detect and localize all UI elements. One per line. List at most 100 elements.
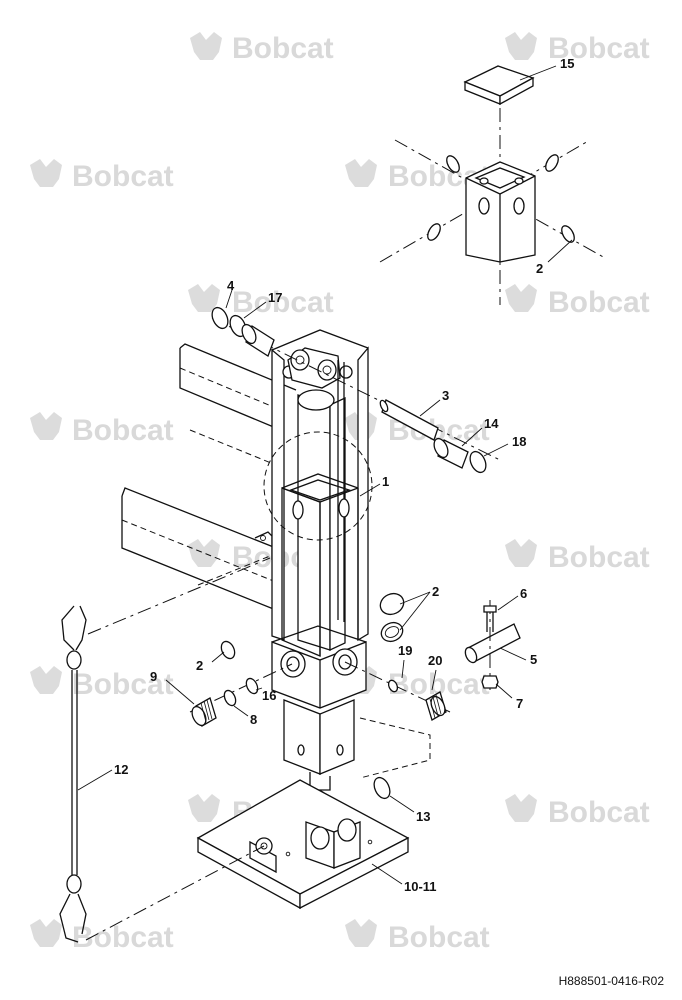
rail-lower-front [121, 496, 277, 611]
bobcat-logo-icon [505, 284, 537, 312]
snap-hook-bottom [59, 893, 79, 943]
leader-4 [225, 289, 233, 309]
bobcat-logo-icon [505, 32, 537, 60]
clevis-bore-left [295, 355, 305, 365]
bobcat-logo-icon [30, 412, 62, 440]
snap-hook-top-2 [75, 605, 87, 651]
leader-5 [499, 647, 527, 661]
callout-16: 16 [262, 688, 276, 703]
leader-15 [519, 65, 557, 81]
bobcat-logo-icon [190, 32, 222, 60]
watermark-row8-mid: Bobcat [345, 919, 490, 954]
watermark-row8-left: Bobcat [30, 919, 174, 954]
callout-3: 3 [442, 388, 449, 403]
o-ring-lower-right [561, 225, 575, 243]
watermark-text: Bobcat [72, 160, 174, 193]
watermark-text: Bobcat [72, 921, 174, 954]
outer-tube-opening [289, 479, 352, 501]
hidden-guide-mid [197, 555, 271, 586]
knurled-knob-9 [191, 697, 217, 727]
frame-rails [121, 343, 297, 611]
watermark-text: Bobcat [232, 286, 334, 319]
leader-14 [461, 427, 483, 447]
leader-12 [77, 769, 113, 791]
plug-centerline-left [189, 663, 293, 713]
foot-lug-left-bore [260, 842, 268, 850]
rail-lower-hidden [121, 519, 277, 583]
bracket-top [271, 329, 369, 351]
bobcat-logo-icon [505, 794, 537, 822]
bobcat-logo-icon [188, 794, 220, 822]
foot-leg-front [283, 699, 321, 775]
callout-9: 9 [150, 669, 157, 684]
bobcat-logo-icon [505, 539, 537, 567]
callout-4: 4 [227, 278, 235, 293]
cable-crimp-top [66, 650, 82, 670]
cable-guide-bottom [85, 845, 265, 941]
foot-plate-dot-1 [285, 851, 291, 857]
callout-20: 20 [428, 653, 442, 668]
bracket-left-plate [271, 348, 285, 641]
foot-plate-top [196, 779, 410, 895]
leader-10-11 [371, 863, 403, 885]
leader-18 [483, 443, 509, 457]
watermark-top-right: Bobcat [505, 32, 650, 65]
watermark-row6-mid: Bobcat [345, 666, 490, 701]
o-ring-16 [245, 677, 259, 695]
leader-16 [255, 687, 263, 691]
drawing-number: H888501-0416-R02 [558, 974, 664, 988]
socket-opening [474, 167, 526, 189]
bobcat-logo-icon [30, 666, 62, 694]
watermark-text: Bobcat [232, 32, 334, 65]
nut-7 [481, 675, 499, 689]
foot-plate [196, 779, 410, 910]
pivot-pin-assembly [211, 306, 501, 474]
watermark-text: Bobcat [388, 921, 490, 954]
side-fittings [189, 555, 521, 800]
leader-17 [243, 301, 267, 319]
rail-upper-top [179, 343, 297, 391]
callout-2-left: 2 [196, 658, 203, 673]
bobcat-logo-icon [188, 284, 220, 312]
watermark-row3-left: Bobcat [188, 284, 334, 319]
bushing-14-end [433, 437, 449, 459]
callout-labels: 15 2 4 17 3 14 18 1 2 6 5 7 19 20 2 9 8 … [114, 56, 574, 894]
tube-hole-left [292, 500, 304, 520]
callout-8: 8 [250, 712, 257, 727]
leader-8 [233, 705, 249, 717]
leader-20 [431, 669, 437, 691]
watermark-text: Bobcat [548, 796, 650, 829]
rail-lower-top [121, 487, 277, 549]
socket-hole-left [478, 197, 490, 215]
snap-hook-top [61, 605, 75, 651]
foot-lug-center-eye-a [310, 826, 330, 850]
callout-10-11: 10-11 [404, 879, 437, 894]
o-ring-upper-left [446, 155, 460, 173]
socket-hole-right [513, 197, 525, 215]
callout-19: 19 [398, 643, 412, 658]
watermark-text: Bobcat [72, 668, 174, 701]
watermark-row2-left: Bobcat [30, 159, 174, 193]
bobcat-logo-icon [30, 159, 62, 187]
leader-6 [497, 595, 519, 611]
outer-tube-top-back [281, 473, 359, 489]
leader-19 [401, 659, 405, 679]
rail-upper-front [179, 348, 277, 429]
leader-9 [165, 679, 195, 705]
leader-1 [359, 483, 381, 497]
leader-2a [211, 651, 225, 663]
collar-bore-left [286, 656, 300, 672]
clevis-eye-right [317, 359, 337, 381]
rail-tab-hole [260, 535, 266, 541]
cable-guide-top [87, 557, 271, 635]
bobcat-logo-icon [30, 919, 62, 947]
washer-8 [223, 689, 237, 707]
watermark-row7-right: Bobcat [505, 794, 650, 829]
watermark-row3-right: Bobcat [505, 284, 650, 319]
o-ring-18 [469, 450, 487, 474]
hidden-guide-lower [359, 717, 431, 779]
callout-13: 13 [416, 809, 430, 824]
watermark-row4-left: Bobcat [30, 412, 174, 447]
foot-leg-hole-2 [336, 744, 344, 756]
callout-7: 7 [516, 696, 523, 711]
